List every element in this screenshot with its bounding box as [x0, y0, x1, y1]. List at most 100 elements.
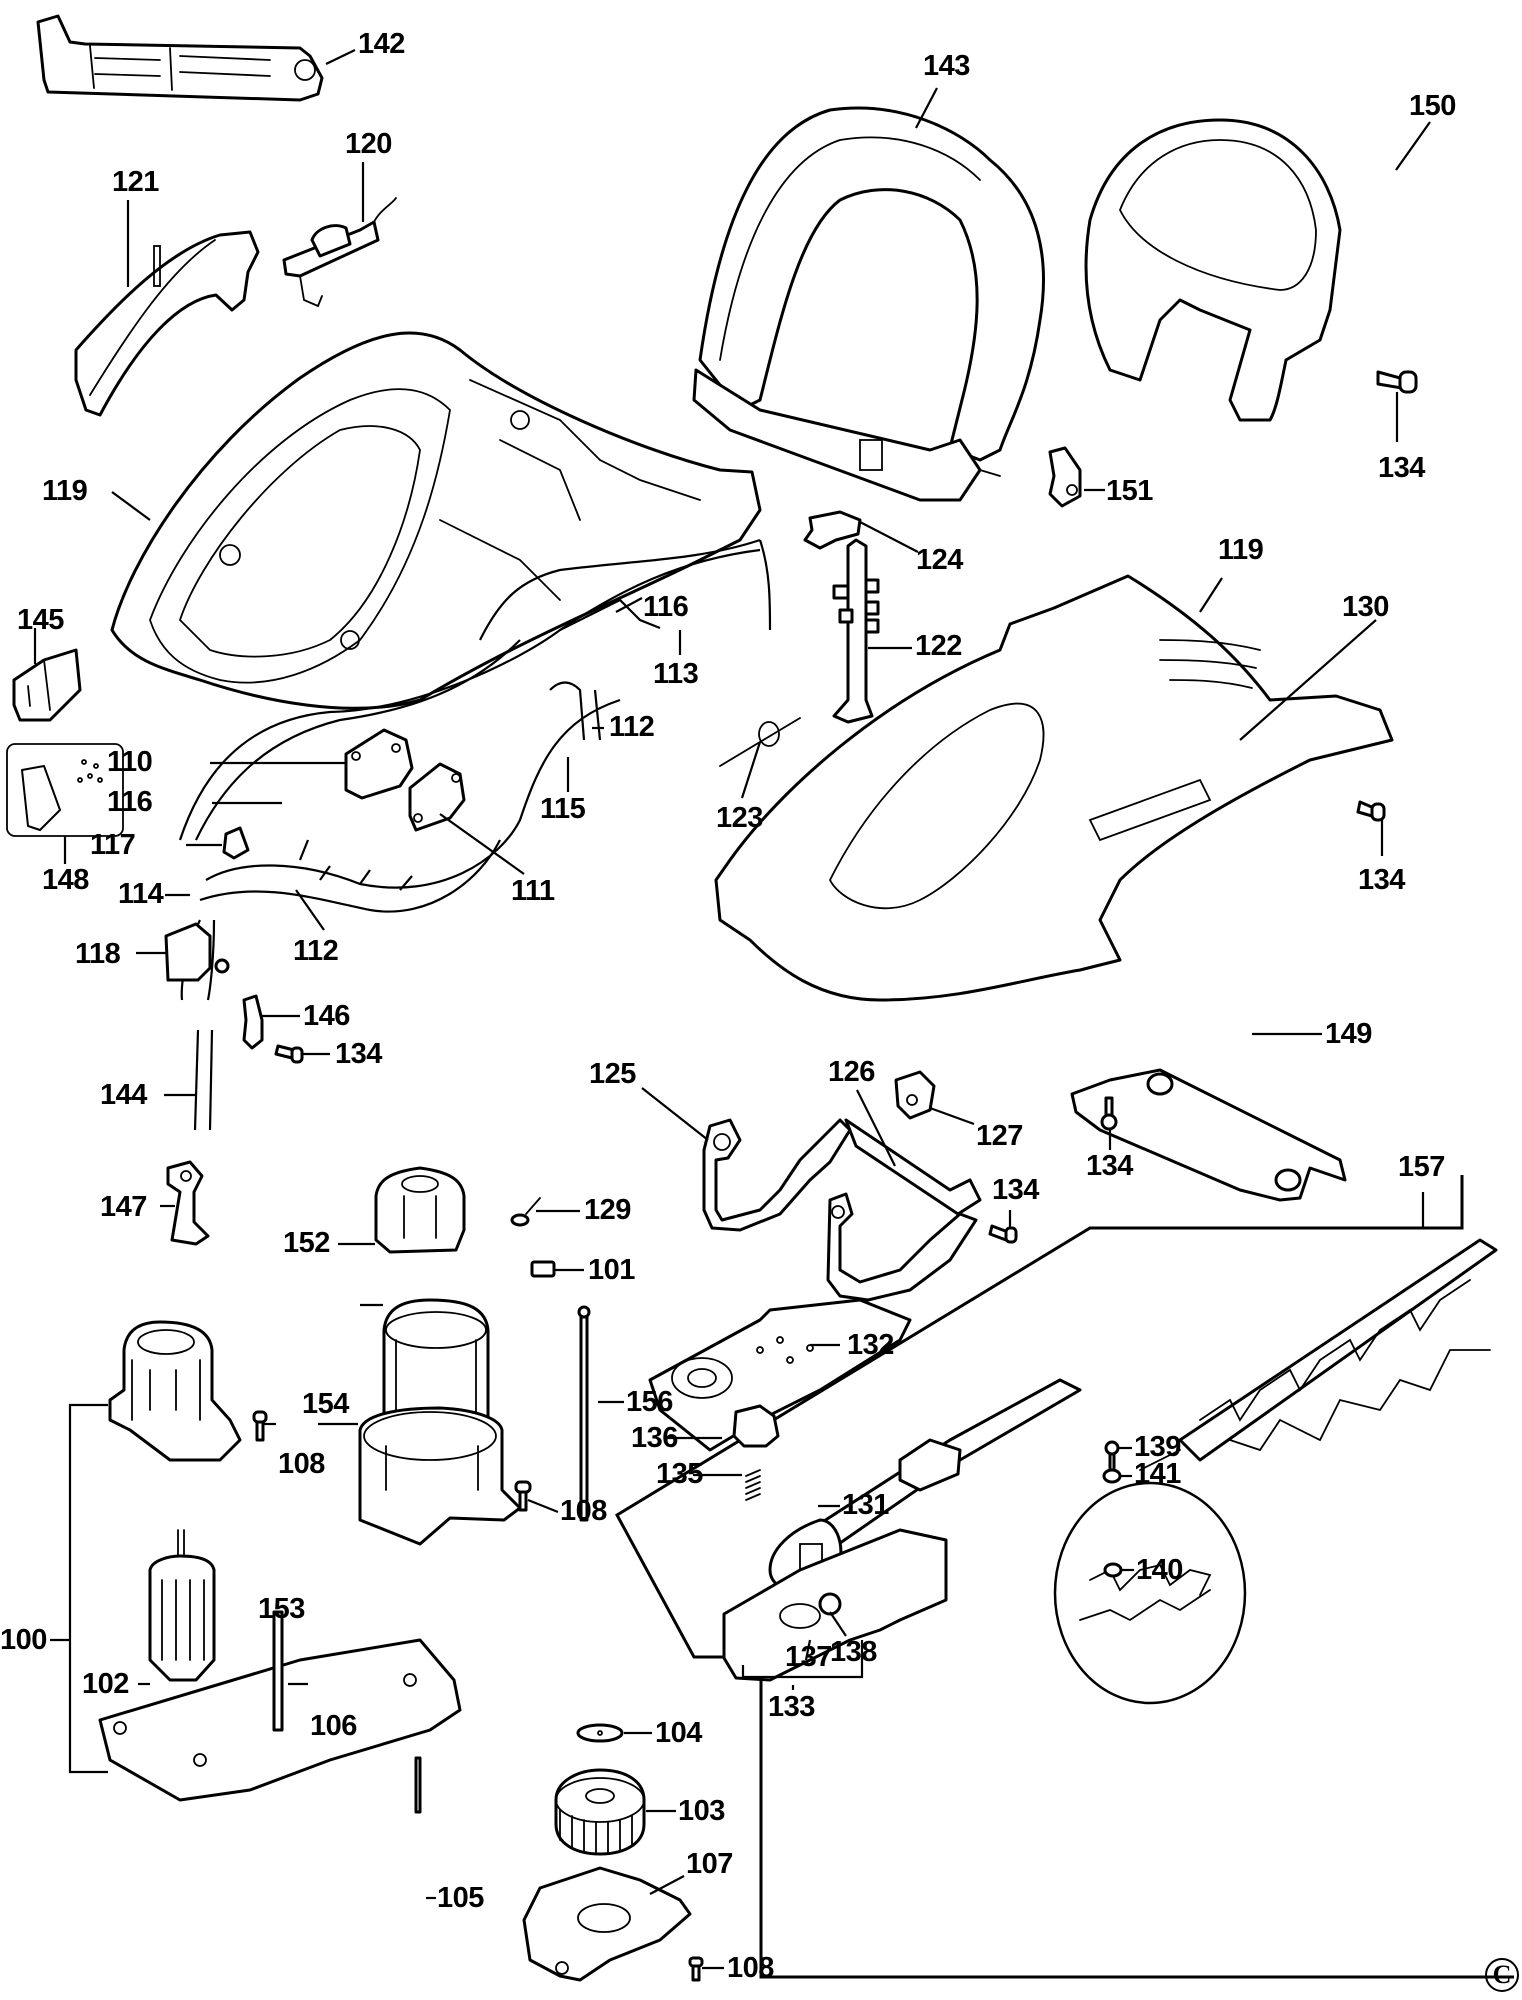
label-107[interactable]: 107: [686, 1848, 733, 1880]
part-104-washer[interactable]: [576, 1723, 624, 1743]
part-106-pin[interactable]: [272, 1610, 284, 1732]
part-152-brush-holder[interactable]: [374, 1166, 466, 1254]
label-123[interactable]: 123: [716, 802, 763, 834]
part-145-plug[interactable]: [12, 648, 82, 722]
label-134d[interactable]: 134: [1086, 1150, 1133, 1182]
label-134c[interactable]: 134: [335, 1038, 382, 1070]
part-blade[interactable]: [1139, 1238, 1498, 1471]
label-144[interactable]: 144: [100, 1079, 147, 1111]
part-103-gear[interactable]: [554, 1768, 646, 1856]
part-151-knob[interactable]: [1048, 446, 1082, 508]
label-150[interactable]: 150: [1409, 90, 1456, 122]
part-118-terminal-block[interactable]: [164, 922, 230, 982]
label-134e[interactable]: 134: [992, 1174, 1039, 1206]
part-153-motor-housing[interactable]: [358, 1406, 522, 1546]
label-149[interactable]: 149: [1325, 1018, 1372, 1050]
label-140[interactable]: 140: [1136, 1554, 1183, 1586]
label-125[interactable]: 125: [589, 1058, 636, 1090]
part-140-washer[interactable]: [1103, 1562, 1123, 1578]
label-153[interactable]: 153: [258, 1593, 305, 1625]
label-131[interactable]: 131: [842, 1489, 889, 1521]
label-126[interactable]: 126: [828, 1056, 875, 1088]
label-100[interactable]: 100: [0, 1624, 47, 1656]
part-141-washer[interactable]: [1102, 1468, 1122, 1484]
part-134-screw-b[interactable]: [1356, 800, 1386, 822]
part-125-link[interactable]: [702, 1118, 852, 1232]
label-110[interactable]: 110: [107, 746, 153, 778]
part-126-lever[interactable]: [826, 1118, 982, 1302]
label-152[interactable]: 152: [283, 1227, 330, 1259]
part-134-screw-a[interactable]: [1376, 370, 1418, 394]
part-108-screw-a[interactable]: [252, 1410, 268, 1442]
label-137[interactable]: 137: [785, 1641, 832, 1673]
label-116b[interactable]: 116: [107, 786, 153, 818]
part-156-screw-rod[interactable]: [577, 1305, 591, 1522]
label-127[interactable]: 127: [976, 1120, 1023, 1152]
part-143-front-handle[interactable]: [692, 106, 1045, 502]
label-114[interactable]: 114: [118, 878, 164, 910]
part-122-switch-rod[interactable]: [832, 538, 880, 724]
part-108-screw-c[interactable]: [688, 1956, 704, 1982]
part-137-gear-case[interactable]: [722, 1528, 948, 1682]
label-111[interactable]: 111: [511, 875, 555, 907]
label-157[interactable]: 157: [1398, 1151, 1445, 1183]
part-150-hand-guard[interactable]: [1084, 118, 1342, 422]
label-143[interactable]: 143: [923, 50, 970, 82]
label-151[interactable]: 151: [1106, 475, 1153, 507]
part-110-switch[interactable]: [344, 728, 414, 800]
part-142-blade-guard[interactable]: [36, 14, 324, 102]
part-135-spring[interactable]: [745, 1469, 761, 1501]
label-136[interactable]: 136: [631, 1422, 678, 1454]
part-146-cord-clamp[interactable]: [242, 994, 264, 1050]
label-104[interactable]: 104: [655, 1717, 702, 1749]
label-102[interactable]: 102: [82, 1668, 129, 1700]
label-115[interactable]: 115: [540, 793, 586, 825]
label-130[interactable]: 130: [1342, 591, 1389, 623]
label-156[interactable]: 156: [626, 1386, 673, 1418]
part-127-cam[interactable]: [894, 1070, 936, 1120]
part-119-housing-right[interactable]: [714, 574, 1394, 1002]
label-122[interactable]: 122: [915, 630, 962, 662]
label-112a[interactable]: 112: [609, 711, 655, 743]
part-134-screw-e[interactable]: [988, 1224, 1018, 1244]
label-101[interactable]: 101: [588, 1254, 635, 1286]
label-141[interactable]: 141: [1134, 1458, 1181, 1490]
part-107-plate[interactable]: [522, 1866, 692, 1982]
label-138[interactable]: 138: [830, 1636, 877, 1668]
label-120[interactable]: 120: [345, 128, 392, 160]
part-117-terminal[interactable]: [222, 826, 250, 860]
part-132-plate[interactable]: [648, 1298, 912, 1452]
part-134-screw-c[interactable]: [274, 1044, 304, 1064]
part-108-screw-b[interactable]: [514, 1480, 532, 1512]
part-119-housing-left[interactable]: [110, 331, 762, 710]
part-121-lock-off-lever[interactable]: [74, 230, 260, 417]
label-134b[interactable]: 134: [1358, 864, 1405, 896]
label-148[interactable]: 148: [42, 864, 89, 896]
part-139-screw[interactable]: [1104, 1440, 1120, 1474]
label-103[interactable]: 103: [678, 1795, 725, 1827]
label-116a[interactable]: 116: [643, 591, 689, 623]
label-112b[interactable]: 112: [293, 935, 339, 967]
label-105[interactable]: 105: [437, 1882, 484, 1914]
label-113[interactable]: 113: [653, 658, 699, 690]
part-147-cord-guard[interactable]: [166, 1160, 210, 1246]
part-111-switch[interactable]: [408, 762, 466, 832]
label-108b[interactable]: 108: [560, 1495, 607, 1527]
label-129[interactable]: 129: [584, 1194, 631, 1226]
part-148-plug-cover[interactable]: [6, 743, 124, 837]
label-119a[interactable]: 119: [42, 475, 88, 507]
label-146[interactable]: 146: [303, 1000, 350, 1032]
part-134-screw-d[interactable]: [1100, 1096, 1118, 1131]
label-139[interactable]: 139: [1134, 1431, 1181, 1463]
label-119b[interactable]: 119: [1218, 534, 1264, 566]
label-135[interactable]: 135: [656, 1458, 703, 1490]
label-147[interactable]: 147: [100, 1191, 147, 1223]
part-136-drive[interactable]: [732, 1404, 780, 1448]
label-124[interactable]: 124: [916, 544, 963, 576]
label-142[interactable]: 142: [358, 28, 405, 60]
part-120-switch-actuator[interactable]: [282, 197, 397, 308]
part-149-cover[interactable]: [1070, 1068, 1347, 1202]
label-106[interactable]: 106: [310, 1710, 357, 1742]
label-118[interactable]: 118: [75, 938, 121, 970]
label-134a[interactable]: 134: [1378, 452, 1425, 484]
